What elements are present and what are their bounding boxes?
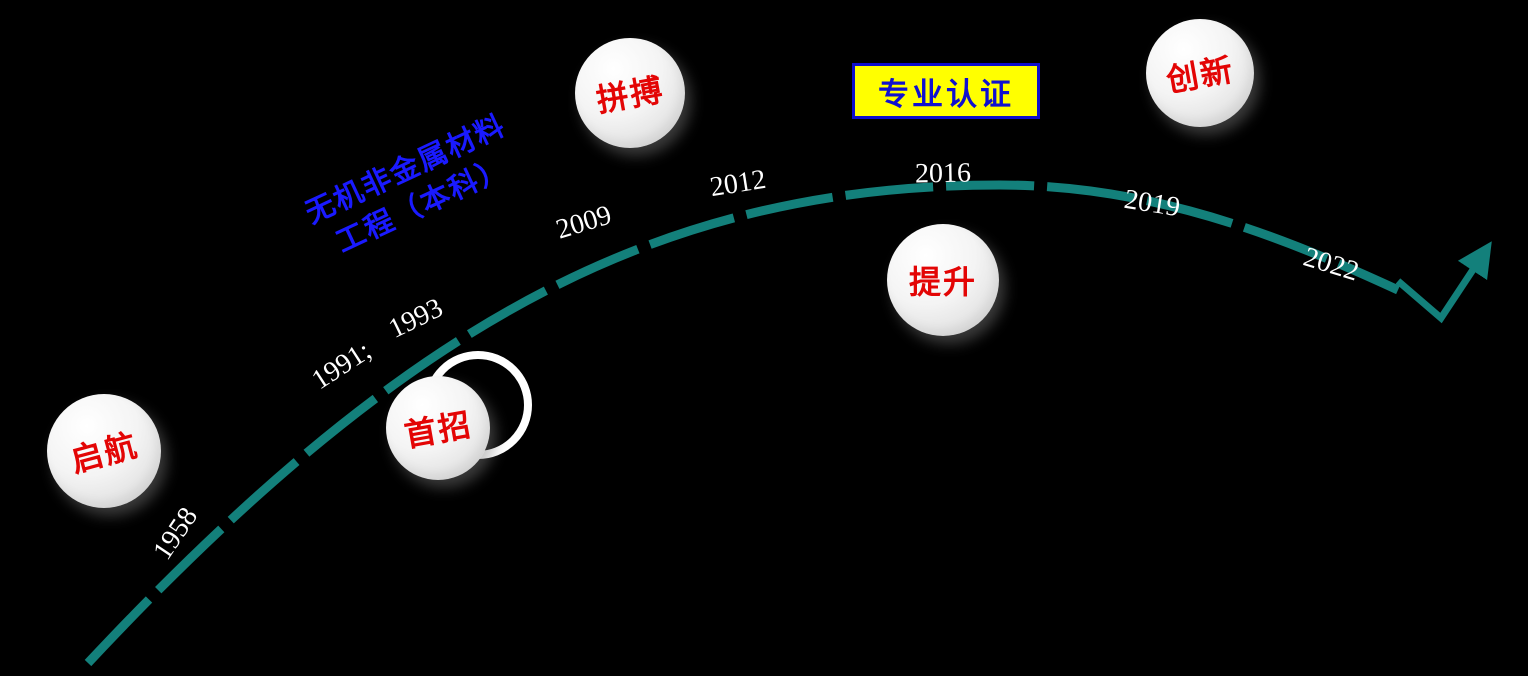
timeline-arrow-icon (1395, 241, 1492, 324)
milestone-label: 首招 (401, 405, 476, 455)
milestone-circle-tisheng: 提升 (887, 224, 999, 336)
year-label-2016: 2016 (914, 157, 972, 190)
milestone-circle-shouzhao: 首招 (386, 376, 490, 480)
milestone-circle-chuangxin: 创新 (1146, 19, 1254, 127)
timeline-arc (84, 180, 1400, 667)
milestone-circle-qihang: 启航 (47, 394, 161, 508)
milestone-label: 创新 (1163, 50, 1238, 100)
certification-banner-label: 专业认证 (878, 76, 1014, 113)
milestone-circle-pinbo: 拼搏 (575, 38, 685, 148)
certification-banner: 专业认证 (852, 63, 1040, 119)
milestone-label: 启航 (66, 425, 143, 481)
milestone-label: 拼搏 (593, 70, 668, 120)
milestone-label: 提升 (908, 263, 977, 301)
